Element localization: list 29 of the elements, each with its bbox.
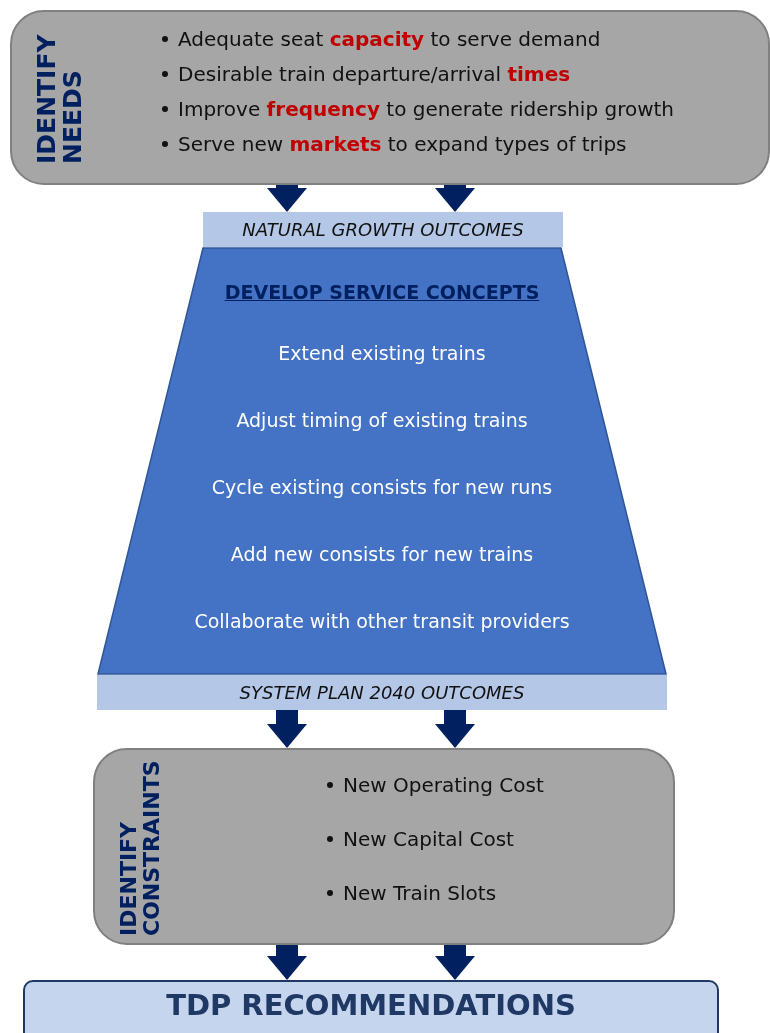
result-box [23,980,719,1033]
block-arrow [267,945,307,980]
heading: TDP RECOMMENDATIONS [166,988,576,1022]
heading: IDENTIFY CONSTRAINTS [117,760,164,937]
block-arrow [435,710,475,748]
concept-text: Add new consists for new trains [230,543,534,565]
label-band [97,675,667,710]
block-arrow [435,185,475,212]
concept-text: Cycle existing consists for new runs [211,476,553,498]
block-arrow [267,710,307,748]
bullet-text: Desirable train departure/arrival times [178,62,571,86]
concept-text: Collaborate with other transit providers [194,610,570,632]
bullet-text: New Operating Cost [343,773,544,797]
band-label: NATURAL GROWTH OUTCOMES [242,219,524,240]
concept-text: Extend existing trains [278,342,486,364]
block-arrow [435,945,475,980]
heading: IDENTIFY NEEDS [34,34,87,165]
block-arrow [267,185,307,212]
rounded-panel [10,10,770,185]
bullet-text: Serve new markets to expand types of trips [178,132,627,156]
band-label: SYSTEM PLAN 2040 OUTCOMES [239,682,525,703]
heading: DEVELOP SERVICE CONCEPTS [224,281,540,303]
concept-text: Adjust timing of existing trains [236,409,528,431]
bullet-text: New Train Slots [343,881,497,905]
label-band [203,212,563,247]
bullet-text: New Capital Cost [343,827,514,851]
bullet-text: Improve frequency to generate ridership growth [178,97,675,121]
rounded-panel [93,748,675,945]
bullet-text: Adequate seat capacity to serve demand [178,27,601,51]
